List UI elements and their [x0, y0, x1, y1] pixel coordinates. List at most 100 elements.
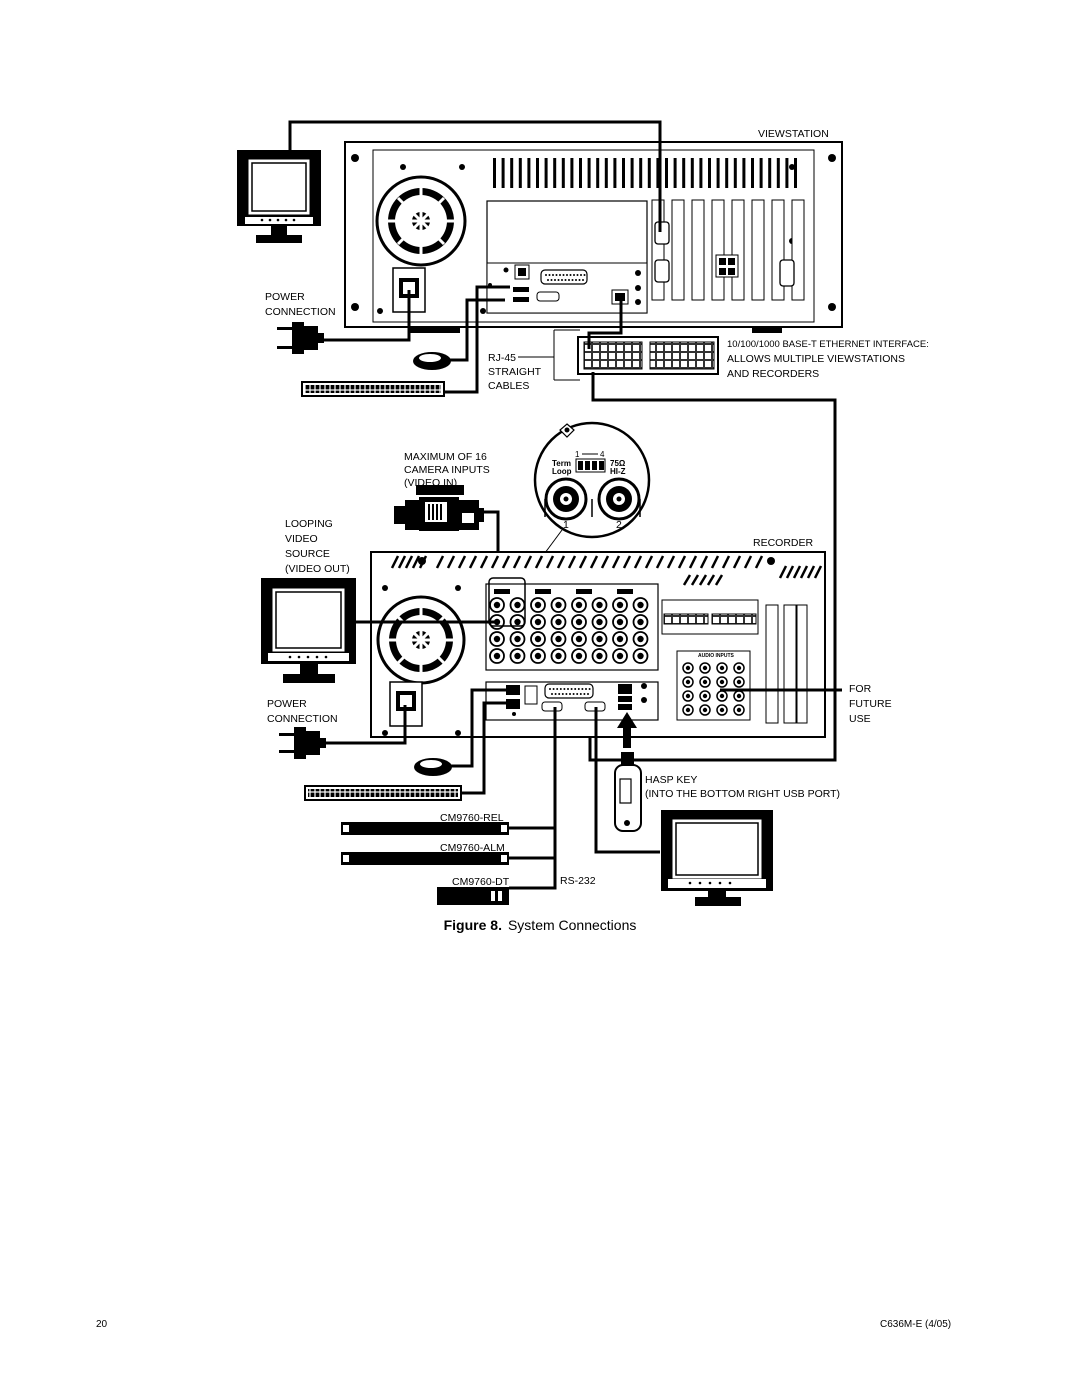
vent-slot	[611, 555, 621, 569]
bnc-connector-pin	[575, 618, 583, 626]
audio-jack-pin	[736, 665, 742, 671]
power-connection-label-bottom-1: POWER	[267, 698, 307, 710]
bnc-connector-pin	[534, 652, 542, 660]
cables-top	[288, 120, 837, 762]
vent-slot	[534, 555, 544, 569]
vent-slot	[813, 565, 823, 579]
vent-slot	[501, 555, 511, 569]
looping-monitor	[261, 578, 356, 683]
vent-slot	[589, 555, 599, 569]
vent-slot	[622, 555, 632, 569]
connector-pin	[565, 693, 568, 695]
audio-jack-pin	[702, 693, 708, 699]
connector-pin	[575, 279, 577, 281]
term-switch	[535, 589, 551, 594]
hasp-key-icon	[614, 752, 642, 832]
bnc-connector-pin	[514, 635, 521, 643]
vent-slot	[716, 158, 720, 188]
switch-label-4: 4	[600, 450, 605, 459]
vent-slot	[742, 158, 746, 188]
keyboard-icon	[304, 785, 462, 801]
bnc-connector-pin	[575, 652, 583, 660]
switch-label-1: 1	[575, 450, 580, 459]
vent-slot	[754, 555, 764, 569]
expansion-slot	[691, 199, 705, 301]
connector-pin	[569, 693, 571, 695]
vent-slot	[446, 555, 456, 569]
power-connection-label-top-2: CONNECTION	[265, 306, 336, 318]
looping-label-3: SOURCE	[285, 548, 330, 560]
vent-slot	[673, 158, 677, 188]
hiz-label: HI-Z	[610, 467, 626, 476]
vent-slot	[799, 565, 809, 579]
bnc-connector-pin	[616, 652, 624, 660]
cables-bottom	[326, 620, 842, 890]
vent-slot	[622, 158, 625, 188]
bnc-connector-pin	[493, 652, 501, 660]
connector-pin	[556, 688, 559, 690]
audio-jack-pin	[685, 665, 691, 671]
connector-pin	[583, 274, 586, 276]
viewstation-monitor	[237, 150, 321, 243]
vent-slot	[523, 555, 533, 569]
bnc-number-1: 1	[563, 519, 569, 531]
vent-slot	[579, 158, 582, 188]
connector-pin	[568, 279, 570, 281]
bnc-number-2: 2	[616, 519, 622, 531]
connector-pin	[580, 274, 582, 276]
recorder-monitor	[661, 810, 773, 906]
vent-slot	[596, 158, 600, 188]
bnc-connector-pin	[575, 635, 583, 643]
bnc-connector-pin	[534, 618, 542, 626]
term-switch	[494, 589, 510, 594]
looping-label-4: (VIDEO OUT)	[285, 563, 350, 575]
vent-slot	[785, 158, 789, 188]
connector-pin	[581, 688, 584, 690]
bnc-connector-pin	[555, 652, 562, 660]
vent-slot	[655, 555, 665, 569]
connector-pin	[574, 688, 577, 690]
audio-jack-pin	[702, 707, 708, 713]
vent-slot	[501, 158, 505, 188]
vent-slot	[404, 555, 414, 569]
vent-slot	[567, 555, 577, 569]
vent-slot	[794, 158, 797, 188]
connector-pin	[557, 279, 560, 281]
connector-pin	[577, 688, 580, 690]
vent-slot	[682, 574, 692, 586]
audio-jack-pin	[719, 693, 725, 699]
term-switch	[617, 589, 633, 594]
recorder-chassis: AUDIO INPUTS	[370, 551, 826, 738]
vent-slot	[776, 158, 780, 188]
vent-slot	[785, 565, 795, 579]
keyboard-icon	[301, 381, 445, 397]
vent-slot	[527, 158, 531, 188]
connector-pin	[583, 693, 586, 695]
looping-label-2: VIDEO	[285, 533, 318, 545]
connector-pin	[549, 688, 551, 690]
term-switch	[576, 589, 592, 594]
vent-slot	[457, 555, 467, 569]
connector-pin	[588, 688, 591, 690]
vent-slot	[792, 565, 802, 579]
hasp-arrow-icon	[617, 712, 637, 748]
bnc-connector-pin	[493, 601, 501, 609]
cm9760-rel-label: CM9760-REL	[440, 812, 504, 824]
vent-slot	[677, 555, 687, 569]
vent-slot	[561, 158, 565, 188]
cables-label: CABLES	[488, 380, 529, 392]
vent-slot	[743, 555, 753, 569]
rs232-label: RS-232	[560, 875, 596, 887]
vent-slot	[578, 555, 588, 569]
for-label: FOR	[849, 683, 872, 695]
vent-slot	[479, 555, 489, 569]
connector-pin	[561, 279, 563, 281]
expansion-slot	[651, 199, 665, 301]
figure-title: System Connections	[507, 917, 637, 933]
vent-slot	[536, 158, 539, 188]
audio-jack-pin	[702, 679, 708, 685]
ethernet-interface-label-3: AND RECORDERS	[727, 368, 819, 380]
ethernet-interface-label-2: ALLOWS MULTIPLE VIEWSTATIONS	[727, 353, 905, 365]
connector-pin	[567, 688, 569, 690]
page-number: 20	[96, 1319, 108, 1330]
